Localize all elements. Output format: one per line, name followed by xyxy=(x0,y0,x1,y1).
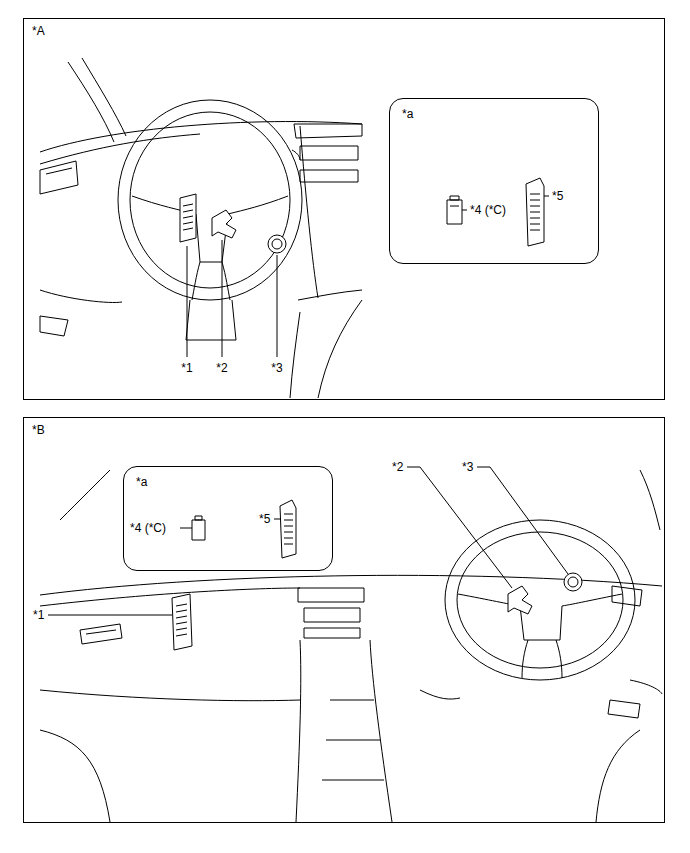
callout-number: *5 xyxy=(259,512,270,526)
callout-number: *1 xyxy=(33,608,44,622)
inset-parts xyxy=(180,500,296,558)
left-hand-drive-dashboard xyxy=(40,58,362,398)
callout-number: *4 (*C) xyxy=(130,521,166,535)
panel-letter: *a xyxy=(136,475,147,489)
callout-number: *3 xyxy=(462,460,473,474)
inset-panel: *a xyxy=(389,98,599,264)
callout-number: *4 (*C) xyxy=(470,203,506,217)
callout-number: *2 xyxy=(216,361,227,375)
inset-panel: *a xyxy=(123,466,333,571)
panel-letter: *a xyxy=(402,107,413,121)
callout-number: *5 xyxy=(552,189,563,203)
panel-letter: *B xyxy=(32,423,45,437)
callout-number: *2 xyxy=(392,460,403,474)
panel-letter: *A xyxy=(32,24,45,38)
inset-parts xyxy=(447,178,549,246)
view-panel: *A *a xyxy=(23,18,665,400)
callout-number: *1 xyxy=(181,361,192,375)
view-panel: *B *a xyxy=(23,417,665,823)
callout-number: *3 xyxy=(271,361,282,375)
